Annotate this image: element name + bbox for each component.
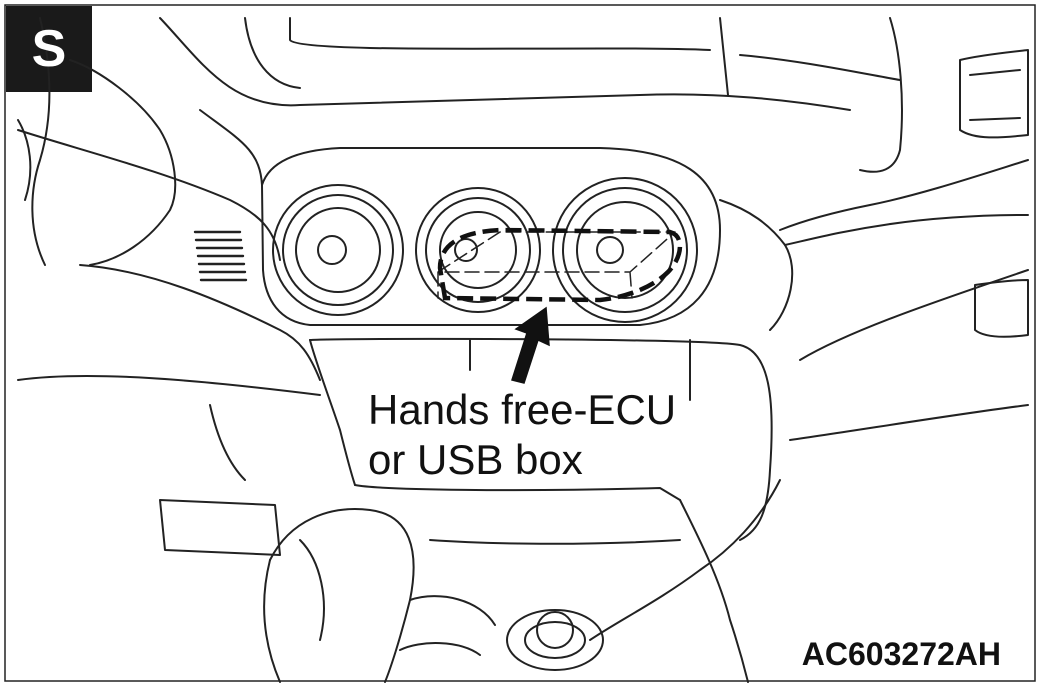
- dash-left-panel: [17, 374, 321, 396]
- right-dial: [552, 177, 698, 323]
- side-grille: [193, 230, 248, 282]
- center-panel-housing: [261, 147, 721, 326]
- cupholder: [399, 595, 496, 656]
- dash-visor-right: [719, 17, 729, 96]
- gear-boot-fold: [299, 539, 325, 641]
- section-letter: S: [31, 20, 67, 78]
- ecu-location-outline: [437, 227, 683, 303]
- lower-console-left: [309, 339, 356, 486]
- lower-console-frame: [309, 337, 773, 541]
- figure-code: AC603272AH: [801, 636, 1001, 672]
- callout-label-line2: or USB box: [368, 436, 583, 483]
- gear-shifter-knob: [269, 508, 415, 683]
- console-cubby: [354, 484, 681, 501]
- steering-wheel-inner: [17, 119, 32, 201]
- center-tunnel-right: [679, 499, 749, 683]
- lower-dash-left: [79, 264, 321, 381]
- right-panel-upper: [779, 159, 1029, 231]
- dash-right-mid: [799, 269, 1029, 361]
- dash-top-contour: [159, 17, 851, 111]
- dash-left-sweep: [17, 129, 281, 261]
- middle-dial: [415, 187, 541, 313]
- console-side-right: [589, 479, 781, 641]
- left-dial: [272, 184, 404, 316]
- right-vent-frame: [959, 49, 1029, 139]
- callout-label-line1: Hands free-ECU: [368, 386, 677, 433]
- right-vent-inner: [969, 69, 1021, 121]
- dash-right-bottom: [789, 404, 1029, 441]
- console-side-left: [159, 404, 281, 556]
- center-panel-outer: [199, 109, 263, 186]
- console-bottom-line: [429, 539, 681, 545]
- dash-visor-left: [244, 17, 301, 89]
- dash-right-trim: [859, 17, 903, 173]
- dash-top-band: [739, 54, 901, 81]
- right-vent-lower: [974, 279, 1029, 338]
- dash-right-lower: [784, 214, 1029, 246]
- callout-arrow: [511, 306, 550, 384]
- center-panel-right: [719, 199, 794, 331]
- console-knob: [506, 609, 604, 671]
- console-center-line: [469, 339, 691, 401]
- diagram-border: [4, 4, 1036, 682]
- dash-upper-edge: [289, 17, 711, 51]
- gear-shifter-boot: [263, 559, 281, 683]
- steering-wheel-edge: [31, 17, 51, 266]
- steering-wheel-hub: [69, 59, 177, 266]
